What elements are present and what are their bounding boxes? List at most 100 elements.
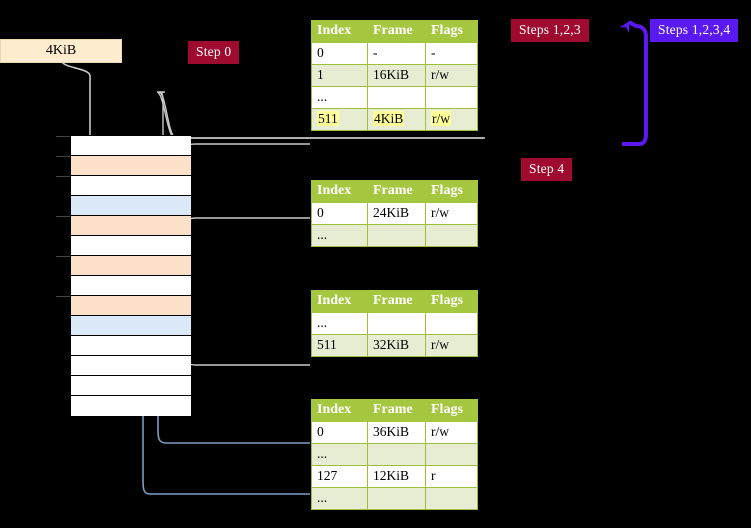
cell-flags (425, 312, 478, 335)
cell-frame: 24KiB (367, 202, 426, 225)
column-header-frame: Frame (367, 20, 426, 43)
cell-flags: r (425, 465, 478, 488)
table-row: 511 4KiB r/w (311, 108, 478, 131)
memory-frame-tick-1 (56, 156, 70, 157)
cell-frame: 4KiB (367, 108, 426, 131)
cell-flags: - (425, 42, 478, 65)
wire-l0-stub (177, 143, 310, 157)
cell-frame: 36KiB (367, 421, 426, 444)
cell-frame (367, 487, 426, 510)
cell-frame: - (367, 42, 426, 65)
cell-flags: r/w (425, 202, 478, 225)
memory-frame-13 (71, 396, 191, 416)
cell-index: 511 (311, 334, 368, 357)
badge-steps-123: Steps 1,2,3 (511, 19, 589, 42)
memory-frame-tick-2 (56, 176, 70, 177)
frame-size-box: 4KiB (0, 39, 122, 63)
column-header-flags: Flags (425, 399, 478, 422)
highlighted-value: 511 (317, 111, 339, 126)
column-header-index: Index (311, 399, 368, 422)
cell-frame (367, 86, 426, 109)
cell-flags (425, 487, 478, 510)
cell-index: 511 (311, 108, 368, 131)
memory-frame-12 (71, 376, 191, 396)
memory-frame-tick-6 (56, 256, 70, 257)
badge-step-0-label: Step 0 (196, 44, 232, 59)
cell-frame (367, 224, 426, 247)
cell-flags: r/w (425, 64, 478, 87)
physical-memory-column (56, 135, 191, 416)
memory-frame-tick-8 (56, 296, 70, 297)
column-header-flags: Flags (425, 290, 478, 313)
cell-frame: 32KiB (367, 334, 426, 357)
memory-frame-9 (71, 316, 191, 336)
column-header-index: Index (311, 180, 368, 203)
memory-frame-2 (71, 176, 191, 196)
column-header-flags: Flags (425, 180, 478, 203)
cell-index: 0 (311, 202, 368, 225)
wire-violet-loop (619, 20, 648, 146)
highlighted-value: 4KiB (373, 111, 405, 126)
cell-index: 0 (311, 421, 368, 444)
memory-frame-10 (71, 336, 191, 356)
highlighted-value: r/w (431, 111, 451, 126)
memory-frame-0 (71, 136, 191, 156)
cell-index: ... (311, 312, 368, 335)
cell-frame: 16KiB (367, 64, 426, 87)
wire-l1-to-memory (179, 217, 310, 256)
column-header-index: Index (311, 290, 368, 313)
table-row: ... (311, 443, 478, 466)
cell-frame: 12KiB (367, 465, 426, 488)
cell-flags (425, 86, 478, 109)
memory-frame-tick-4 (56, 216, 70, 217)
badge-step-4: Step 4 (521, 158, 573, 181)
cell-index: 127 (311, 465, 368, 488)
cell-index: ... (311, 224, 368, 247)
table-row: ... (311, 312, 478, 335)
cell-index: ... (311, 443, 368, 466)
badge-step-0: Step 0 (188, 41, 240, 64)
table-row: ... (311, 86, 478, 109)
cell-flags (425, 224, 478, 247)
table-row: ... (311, 487, 478, 510)
badge-step-4-label: Step 4 (529, 161, 565, 176)
memory-frame-4 (71, 216, 191, 236)
cell-index: ... (311, 487, 368, 510)
cell-flags (425, 443, 478, 466)
memory-frame-8 (71, 296, 191, 316)
cell-flags: r/w (425, 334, 478, 357)
cell-flags: r/w (425, 421, 478, 444)
wire-l2-to-memory (173, 296, 310, 366)
cell-index: 1 (311, 64, 368, 87)
column-header-flags: Flags (425, 20, 478, 43)
cell-index: 0 (311, 42, 368, 65)
memory-frame-1 (71, 156, 191, 176)
column-header-index: Index (311, 20, 368, 43)
memory-frame-7 (71, 276, 191, 296)
memory-frame-11 (71, 356, 191, 376)
memory-frame-3 (71, 196, 191, 216)
column-header-frame: Frame (367, 290, 426, 313)
memory-frame-tick-0 (56, 136, 70, 137)
memory-frame-5 (71, 236, 191, 256)
badge-steps-123-label: Steps 1,2,3 (519, 22, 581, 37)
column-header-frame: Frame (367, 180, 426, 203)
badge-steps-1234-label: Steps 1,2,3,4 (658, 22, 731, 37)
frame-size-label: 4KiB (45, 43, 77, 58)
memory-frame-6 (71, 256, 191, 276)
cell-index: ... (311, 86, 368, 109)
